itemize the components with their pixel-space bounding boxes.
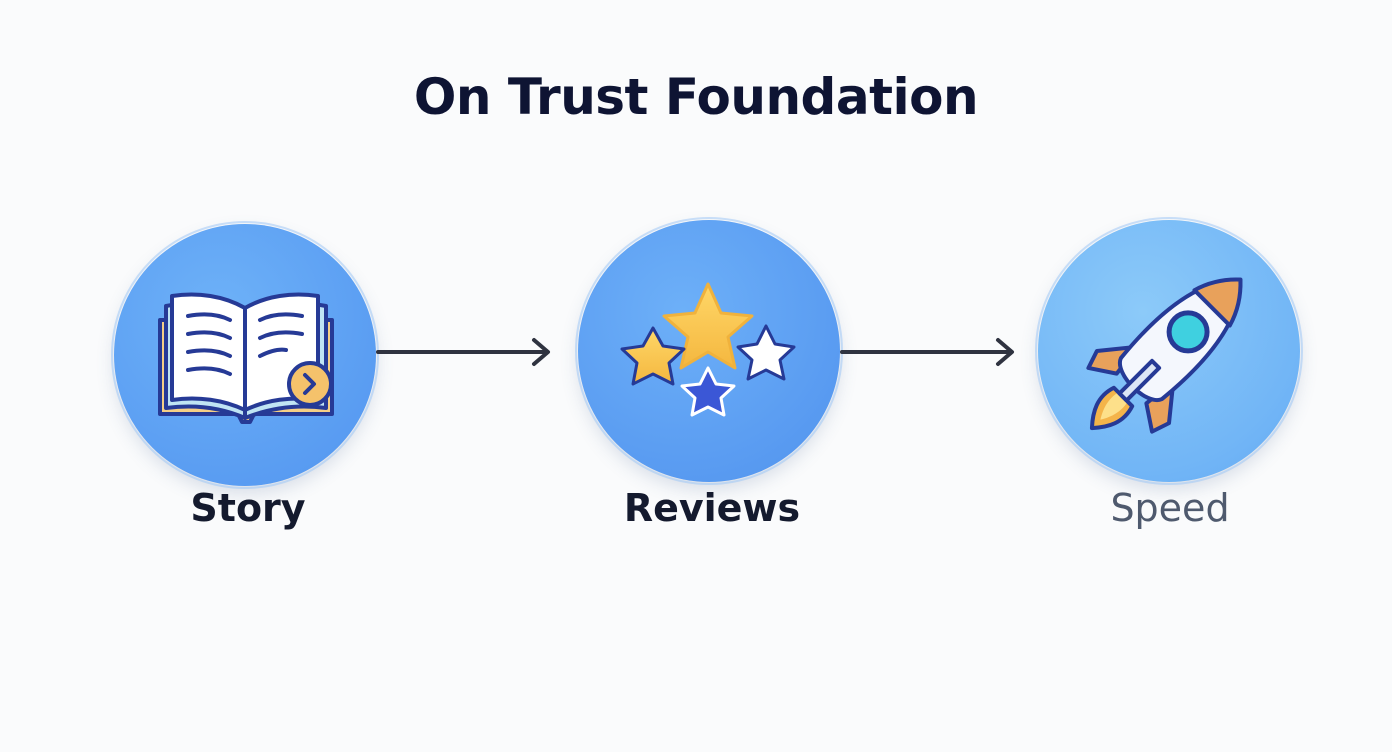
arrow-right-icon — [840, 338, 1014, 366]
step-node-story — [111, 221, 379, 489]
rocket-icon — [1086, 277, 1243, 434]
page-title: On Trust Foundation — [413, 68, 979, 126]
open-book-icon — [158, 292, 334, 424]
step-node-speed — [1035, 217, 1303, 485]
arrow-right-icon — [376, 338, 550, 366]
step-label-reviews: Reviews — [623, 486, 801, 530]
step-label-story: Story — [190, 486, 306, 530]
stars-icon — [620, 282, 796, 417]
step-node-reviews — [575, 217, 843, 485]
step-label-speed: Speed — [1110, 486, 1230, 530]
